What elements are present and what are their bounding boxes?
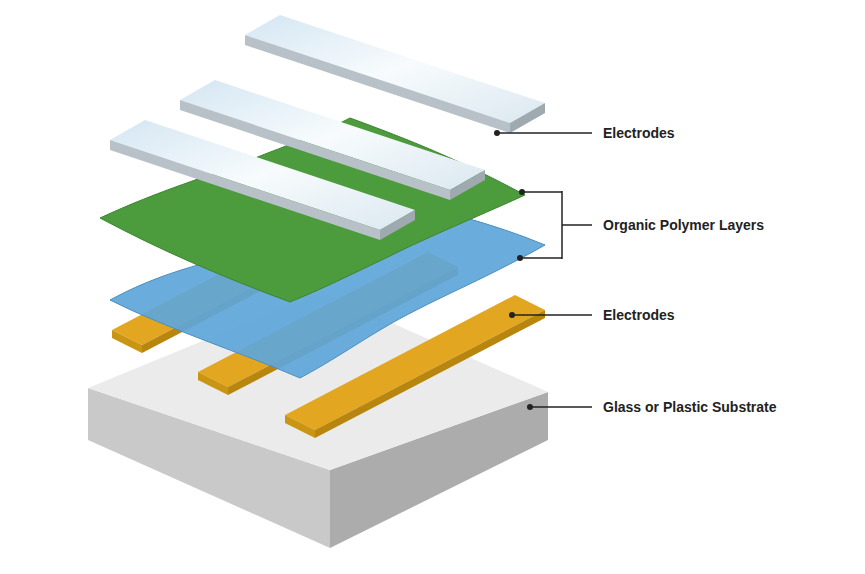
part-label: Glass or Plastic Substrate [603,398,777,416]
part-label: Electrodes [603,306,675,324]
leader-lines [494,130,592,410]
part-label: Electrodes [603,124,675,142]
part-label: Organic Polymer Layers [603,216,764,234]
top-electrodes [110,15,545,240]
